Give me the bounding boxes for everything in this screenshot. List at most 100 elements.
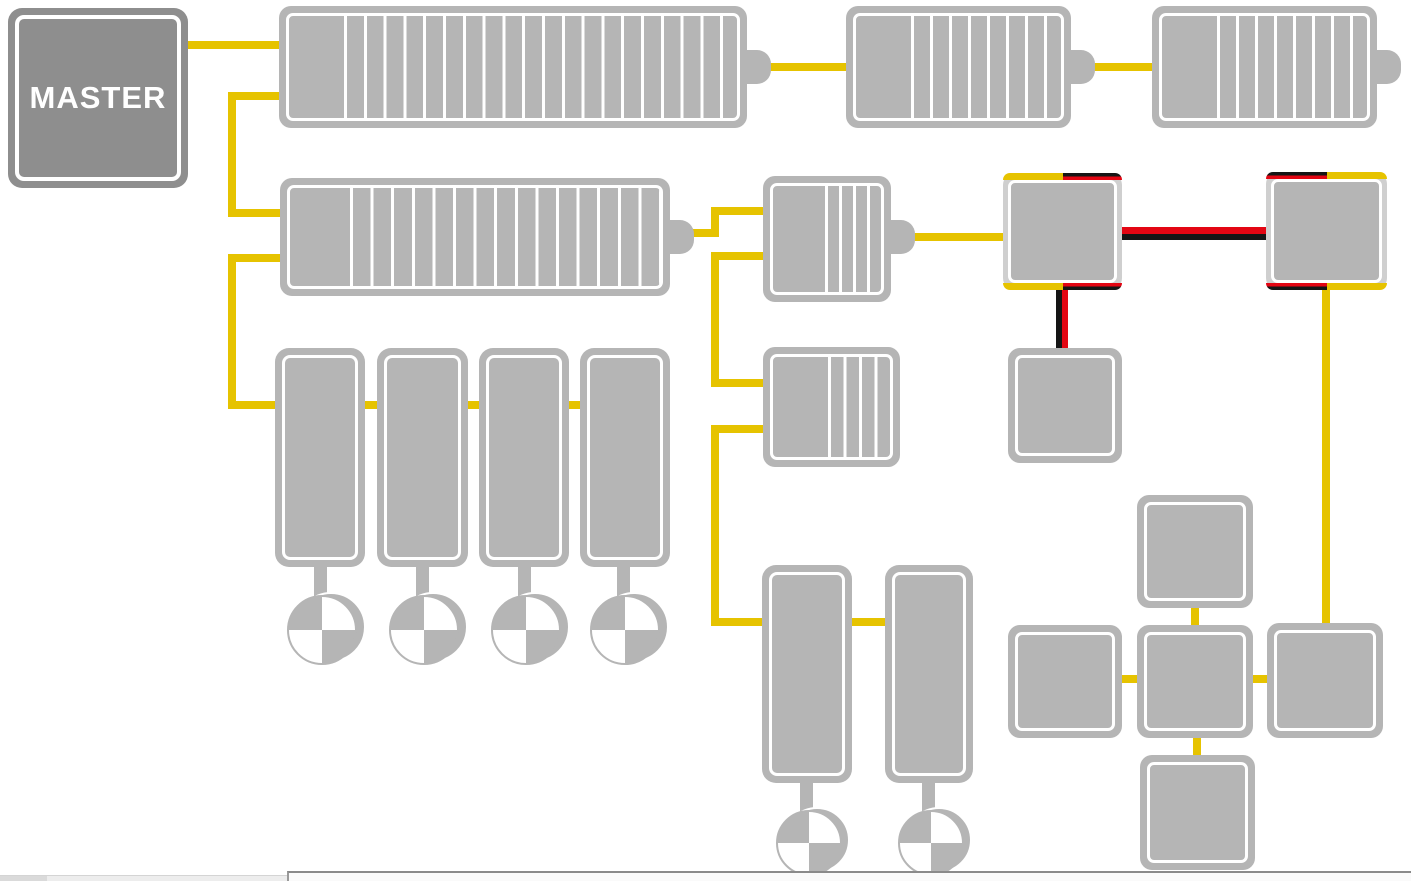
bus-wire-cluster-top [1191,606,1199,627]
port-marker-redblack [1266,172,1327,179]
scrollbar-track-left[interactable] [47,876,287,881]
bus-wire-mid1-out-h [713,252,765,260]
bus-wire-row2-jog-v [711,207,719,237]
motor-icon [898,810,964,876]
bus-wire-drive5-6 [850,618,887,626]
device-box-face [1144,632,1246,731]
bus-wire-cluster-left [1120,675,1139,683]
terminal-segments [911,16,1061,118]
master-node-face: MASTER [15,15,181,181]
io-station-top-1[interactable] [279,6,747,128]
device-box-face [1144,502,1246,601]
port-marker-yellow [1003,173,1063,180]
scrollbar-track-right[interactable] [287,871,1411,881]
scrollbar-thumb-left[interactable] [0,876,47,881]
bus-wire-drive2-3 [467,401,481,409]
terminal-segments [825,186,881,292]
device-box-face [1147,762,1248,863]
motor-icon [389,595,459,665]
port-marker-redblack [1062,283,1122,290]
cluster-box-top[interactable] [1137,495,1253,608]
bus-wire-drop1-h2 [228,209,282,217]
bus-wire-hc2-down [1322,288,1330,625]
motor-icon [491,595,561,665]
port-marker-yellow [1003,283,1063,290]
motor-shaft [416,560,429,600]
io-station-top-1-terminals [286,13,740,121]
io-station-mid-2-terminals [770,354,893,460]
io-station-top-3-terminals [1159,13,1370,121]
device-box-face [1274,630,1376,731]
motor-icon [776,810,842,876]
station3-out-port [1375,50,1401,84]
cluster-box-center[interactable] [1137,625,1253,738]
hot-connect-box-1[interactable] [1003,173,1122,290]
bus-wire-into-mid1 [711,207,765,215]
bus-wire-mid1-to-hc1 [911,233,1005,241]
io-station-mid-1-terminals [770,183,884,295]
bus-wire-drop2-h1 [228,254,282,262]
bus-wire-station1-to-station2 [769,63,848,71]
io-station-row2[interactable] [280,178,670,296]
motor-icon [287,595,357,665]
bus-wire-mid-trunk-v1 [711,252,719,387]
drive-face [769,572,845,776]
port-marker-yellow [1326,283,1387,290]
bus-wire-drop2-h2 [228,401,277,409]
io-station-row2-terminals [287,185,663,289]
port-marker-yellow [1326,172,1387,179]
device-box-face [1015,355,1115,456]
io-station-top-3[interactable] [1152,6,1377,128]
drive-face [892,572,966,776]
io-station-top-2[interactable] [846,6,1071,128]
drive-5[interactable] [762,565,852,783]
motor-shaft [617,560,630,600]
bus-wire-mid2-out-h [713,425,765,433]
bus-wire-into-mid2 [711,379,765,387]
drive-face [384,355,461,560]
bus-wire-drive1-2 [365,401,379,409]
cluster-box-left[interactable] [1008,625,1122,738]
bus-wire-cluster-bottom [1193,736,1201,757]
cluster-box-right[interactable] [1267,623,1383,738]
port-marker-redblack [1266,283,1327,290]
drive-3[interactable] [479,348,569,567]
io-station-mid-1[interactable] [763,176,891,302]
bus-wire-into-drive5 [711,618,764,626]
drive-face [282,355,358,560]
master-node[interactable]: MASTER [8,8,188,188]
drive-face [486,355,562,560]
hot-connect-box-1-face [1008,180,1117,283]
bus-wire-mid-trunk-v2 [711,425,719,626]
terminal-segments [344,16,737,118]
bus-wire-station2-to-station3 [1093,63,1154,71]
station-row2-out-port [668,220,694,254]
motor-icon [590,595,660,665]
bus-wire-drive3-4 [569,401,582,409]
drive-6[interactable] [885,565,973,783]
station-mid1-out-port [889,220,915,254]
bus-wire-drop1-h1 [228,92,282,100]
drive-4[interactable] [580,348,670,567]
device-box-under-hc1[interactable] [1008,348,1122,463]
bus-wire-row2-nub-h [690,229,715,237]
drive-1[interactable] [275,348,365,567]
motor-shaft [518,560,531,600]
terminal-segments [1217,16,1367,118]
bottom-strip-divider [0,875,287,876]
drive-2[interactable] [377,348,468,567]
bus-wire-master-to-station1 [186,41,281,49]
io-station-mid-2[interactable] [763,347,900,467]
station1-out-port [745,50,771,84]
motor-shaft [314,560,327,600]
master-label: MASTER [29,80,167,115]
cable-black-hc1-hc2 [1118,234,1270,240]
drive-face [587,355,663,560]
terminal-segments [350,188,660,286]
io-station-top-2-terminals [853,13,1064,121]
cable-red-hc1-hc2 [1118,227,1270,234]
cluster-box-bottom[interactable] [1140,755,1255,870]
terminal-segments [828,357,890,457]
station2-out-port [1069,50,1095,84]
hot-connect-box-2[interactable] [1266,172,1387,290]
